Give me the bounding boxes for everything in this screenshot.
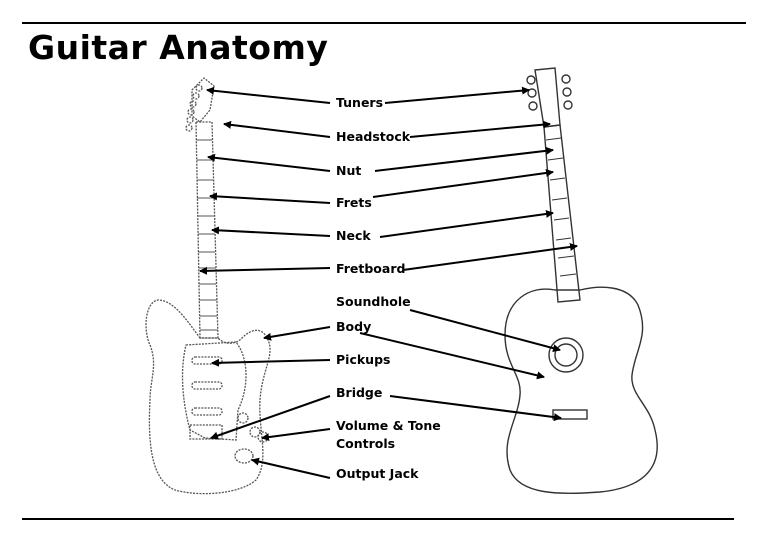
arrow-output-jack xyxy=(251,457,331,479)
label-neck: Neck xyxy=(336,228,371,243)
electric-tuner-5 xyxy=(186,116,194,124)
electric-tuner-6 xyxy=(185,124,193,132)
arrow-frets-left xyxy=(209,192,331,204)
electric-tuner-4 xyxy=(187,108,195,116)
electric-pickup-3 xyxy=(191,407,223,416)
acoustic-soundhole-outer xyxy=(548,337,584,373)
acoustic-headstock xyxy=(534,67,561,128)
acoustic-guitar xyxy=(504,67,658,495)
arrow-soundhole xyxy=(409,309,561,353)
arrow-pickups xyxy=(211,358,331,367)
acoustic-tuner-4 xyxy=(561,74,571,84)
acoustic-tuner-3 xyxy=(528,101,538,111)
acoustic-tuner-1 xyxy=(526,75,536,85)
acoustic-body xyxy=(504,286,658,495)
diagram-title: Guitar Anatomy xyxy=(28,28,329,67)
label-soundhole: Soundhole xyxy=(336,294,411,309)
electric-knob-1 xyxy=(237,412,249,424)
arrow-body-right xyxy=(359,332,545,380)
arrow-nut-left xyxy=(207,153,331,172)
electric-tuner-2 xyxy=(192,92,200,100)
arrow-body-left xyxy=(263,326,331,341)
acoustic-bridge xyxy=(552,409,588,420)
arrow-volume-tone xyxy=(261,428,331,442)
arrows xyxy=(199,86,578,479)
arrow-headstock-left xyxy=(223,120,331,138)
arrow-frets-right xyxy=(372,169,554,198)
label-body: Body xyxy=(336,319,372,334)
label-fretboard: Fretboard xyxy=(336,261,406,276)
label-pickups: Pickups xyxy=(336,352,391,367)
label-output-jack: Output Jack xyxy=(336,466,419,481)
electric-headstock xyxy=(191,77,215,123)
electric-knob-2 xyxy=(249,426,261,438)
electric-bridge xyxy=(189,424,223,440)
acoustic-frets xyxy=(545,137,577,277)
electric-guitar xyxy=(145,77,271,495)
arrow-neck-left xyxy=(211,226,331,237)
label-volume-tone-line1: Volume & Tone xyxy=(336,418,441,433)
electric-pickguard xyxy=(181,341,247,441)
label-volume-tone-line2: Controls xyxy=(336,436,396,451)
electric-neck xyxy=(195,121,219,339)
bottom-border xyxy=(22,518,734,520)
label-headstock: Headstock xyxy=(336,129,411,144)
electric-pickup-2 xyxy=(191,381,223,390)
arrow-tuners-right xyxy=(384,86,530,104)
electric-tuner-1 xyxy=(195,84,203,92)
arrow-bridge-right xyxy=(389,395,562,422)
acoustic-neck xyxy=(543,124,581,303)
arrow-headstock-right xyxy=(409,120,551,138)
arrow-nut-right xyxy=(374,146,554,172)
arrow-fretboard-left xyxy=(199,266,331,275)
electric-pickup-1 xyxy=(191,356,223,365)
acoustic-tuner-2 xyxy=(527,88,537,98)
arrow-neck-right xyxy=(379,209,554,238)
acoustic-soundhole-inner xyxy=(554,343,578,367)
electric-output-jack xyxy=(234,448,254,464)
label-frets: Frets xyxy=(336,195,372,210)
label-bridge: Bridge xyxy=(336,385,383,400)
arrow-tuners-left xyxy=(206,86,331,104)
label-tuners: Tuners xyxy=(336,95,384,110)
acoustic-tuner-6 xyxy=(563,100,573,110)
arrow-fretboard-right xyxy=(402,242,578,271)
top-border xyxy=(22,22,746,24)
label-nut: Nut xyxy=(336,163,362,178)
electric-tuner-3 xyxy=(189,100,197,108)
acoustic-tuner-5 xyxy=(562,87,572,97)
electric-body xyxy=(145,299,271,495)
arrow-bridge-left xyxy=(210,395,331,440)
